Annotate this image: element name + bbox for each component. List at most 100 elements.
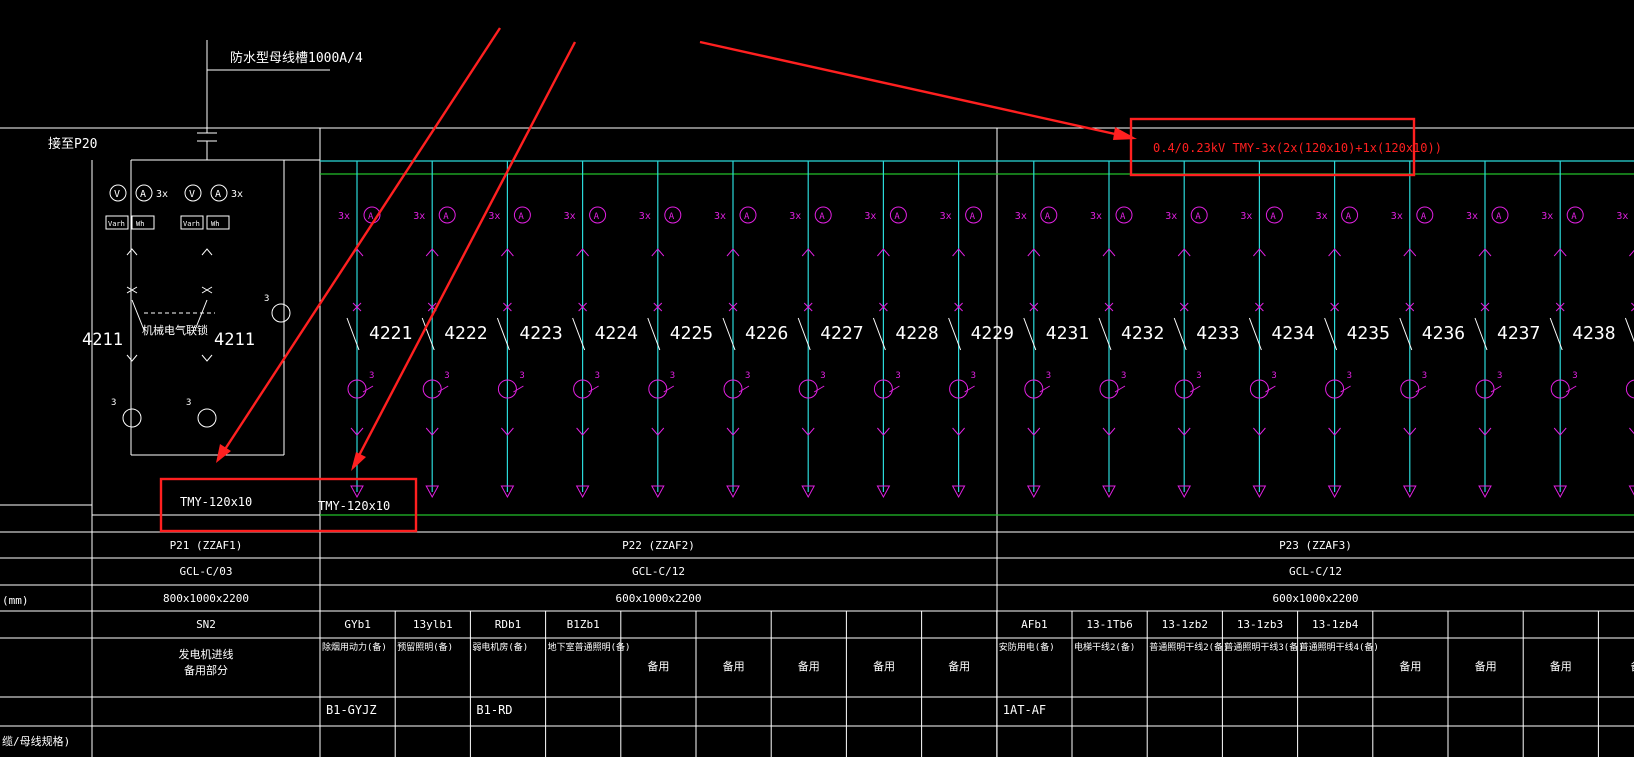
plug-contact-icon (726, 248, 740, 257)
cable-outlet-icon (1327, 485, 1342, 499)
feeder-number: 4237 (1497, 323, 1540, 344)
breaker-blade (194, 299, 208, 331)
plug-contact-icon (1553, 427, 1567, 436)
breaker-blade (572, 317, 586, 351)
ct-icon (271, 303, 291, 323)
feeder-ct-icon (1325, 379, 1345, 399)
feeder-ammeter-symbol: A (1571, 212, 1577, 222)
row-label: 缆/母线规格) (2, 734, 70, 748)
isolator-mark (803, 302, 813, 312)
panel-code: SN2 (196, 618, 216, 631)
plug-contact-icon (801, 248, 815, 257)
feeder-ammeter-symbol: A (1496, 212, 1502, 222)
feeder-ammeter-symbol: A (669, 212, 675, 222)
plug-contact-icon (1177, 248, 1191, 257)
plug-contact-icon (877, 427, 890, 436)
feeder-ct-count: 3x (338, 211, 350, 222)
feeder-ammeter-symbol: A (819, 212, 825, 222)
plug-contact-icon (651, 427, 665, 436)
breaker-blade (1399, 317, 1413, 351)
feeder-ct-icon (422, 379, 442, 399)
plug-contact-icon (1027, 248, 1041, 257)
cable-outlet-icon (575, 485, 590, 499)
plug-contact-icon (1177, 427, 1191, 436)
feeder-number: 4227 (820, 323, 863, 344)
feeder-number: 4229 (971, 323, 1014, 344)
feeder-ct-count: 3 (444, 371, 449, 381)
ct-count: 3x (156, 189, 168, 200)
cable-outlet-icon (1252, 485, 1267, 499)
voltmeter-icon (184, 184, 202, 202)
wh-meter-label: Wh (211, 220, 219, 228)
plug-contact-icon (201, 248, 213, 256)
feeder-ammeter-symbol: A (443, 212, 449, 222)
callout-box-main-bus (1129, 117, 1416, 177)
ct-tick (738, 385, 750, 393)
plug-contact-icon (1403, 427, 1417, 436)
feeder-ct-count: 3x (1316, 211, 1328, 222)
feeder-ammeter-symbol: A (744, 212, 750, 222)
neutral-bars (320, 173, 1634, 516)
cable-outlet-icon (876, 485, 891, 499)
left-bus-label: TMY-120x10 (180, 495, 252, 509)
circuit-usage: 备 (1631, 659, 1634, 673)
ct-count: 3x (231, 189, 243, 200)
feeder-ct-count: 3 (895, 371, 900, 381)
panel-model: GCL-C/03 (180, 565, 233, 578)
feeder-ct-count: 3 (1572, 371, 1577, 381)
feeder-ammeter-symbol: A (1120, 212, 1126, 222)
cable-outlet-icon (500, 485, 515, 499)
varh-meter-label: Varh (108, 220, 125, 228)
feeder-ct-count: 3 (1271, 371, 1276, 381)
plug-contact-icon (1403, 248, 1417, 257)
main-switch-number-right: 4211 (214, 330, 255, 350)
panel-schedule-table: (mm)缆/母线规格)P21 (ZZAF1)GCL-C/03800x1000x2… (2, 539, 1634, 757)
feeder-ct-icon (573, 379, 593, 399)
circuit-usage: 预留照明(备) (397, 641, 453, 653)
circuit-usage: 地下室普通照明(备) (548, 641, 631, 653)
feeder-number: 4232 (1121, 323, 1164, 344)
ct-tick (663, 385, 675, 393)
circuit-usage: 备用 (873, 659, 895, 673)
plug-contact-icon (501, 248, 514, 257)
plug-contact-icon (801, 427, 815, 436)
feeder-ct-count: 3 (820, 371, 825, 381)
circuit-usage: 普通照明干线4(备) (1300, 641, 1379, 653)
plug-contact-icon (1328, 248, 1341, 257)
feeder-ammeter-symbol: A (1195, 212, 1201, 222)
feeder-ammeter-symbol: A (1270, 212, 1276, 222)
isolator-mark (503, 302, 512, 312)
cable-outlet-icon (1478, 485, 1492, 499)
wh-meter-label: Wh (136, 220, 144, 228)
isolator-mark (1330, 302, 1339, 312)
ct-tick (513, 385, 524, 393)
circuit-usage: 普通照明干线2(备) (1149, 641, 1228, 653)
breaker-blade (797, 317, 811, 351)
cable-outlet-icon (951, 485, 966, 499)
feeder-ct-icon (1625, 379, 1634, 399)
plug-contact-icon (1478, 248, 1492, 257)
ct-tick (1415, 385, 1427, 393)
isolator-mark (1029, 302, 1039, 312)
feeder-ammeter-symbol: A (594, 212, 600, 222)
circuit-usage: 备用 (647, 659, 669, 673)
cable-outlet-icon (425, 485, 440, 499)
feeder-ct-count: 3x (1165, 211, 1177, 222)
breaker-blade (131, 299, 145, 331)
interlock-label: 机械电气联锁 (142, 323, 208, 337)
panel-size: 600x1000x2200 (1272, 592, 1358, 605)
feeder-ct-count: 3 (971, 371, 976, 381)
isolator-mark (653, 302, 663, 312)
varh-meter-icon (105, 215, 129, 230)
ct-tick (1340, 385, 1351, 393)
callout-arrowheads (216, 127, 1137, 471)
connect-label: 接至P20 (48, 136, 97, 152)
feeder-ammeter-icon (965, 206, 983, 224)
cable-outlet-icon (1628, 485, 1634, 496)
breaker-blade (1624, 317, 1634, 343)
plug-contact-icon (1027, 427, 1041, 436)
feeder-ammeter-icon (1341, 206, 1359, 224)
feeder-ct-icon (1475, 379, 1495, 399)
